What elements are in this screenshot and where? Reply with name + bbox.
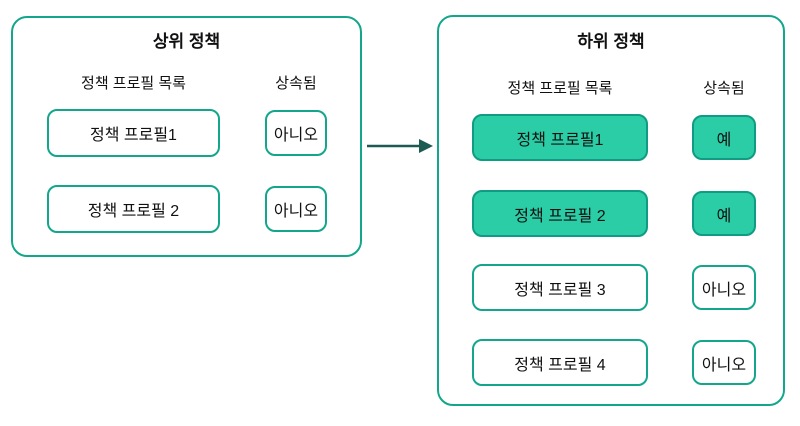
inherited-pill: 예 (692, 115, 756, 160)
child-policy-panel: 하위 정책 정책 프로필 목록 상속됨 정책 프로필1 예 정책 프로필 2 예… (437, 15, 785, 406)
inherited-pill: 아니오 (265, 110, 327, 156)
inherited-pill: 아니오 (692, 265, 756, 310)
parent-policy-panel: 상위 정책 정책 프로필 목록 상속됨 정책 프로필1 아니오 정책 프로필 2… (11, 16, 362, 257)
profile-pill: 정책 프로필1 (472, 114, 648, 161)
profile-pill: 정책 프로필 4 (472, 339, 648, 386)
parent-panel-title: 상위 정책 (152, 32, 221, 51)
profile-pill: 정책 프로필 2 (47, 185, 220, 233)
profile-pill: 정책 프로필 3 (472, 264, 648, 311)
inherited-pill: 예 (692, 191, 756, 236)
child-column-header-inherited: 상속됨 (703, 80, 745, 97)
child-panel-title: 하위 정책 (577, 32, 645, 51)
profile-pill: 정책 프로필1 (47, 109, 220, 157)
right-arrow-icon (367, 139, 433, 153)
parent-column-header-profiles: 정책 프로필 목록 (81, 75, 186, 92)
inherited-pill: 아니오 (265, 186, 327, 232)
inherited-pill: 아니오 (692, 340, 756, 385)
child-column-header-profiles: 정책 프로필 목록 (507, 80, 613, 97)
profile-pill: 정책 프로필 2 (472, 190, 648, 237)
parent-column-header-inherited: 상속됨 (275, 75, 317, 92)
